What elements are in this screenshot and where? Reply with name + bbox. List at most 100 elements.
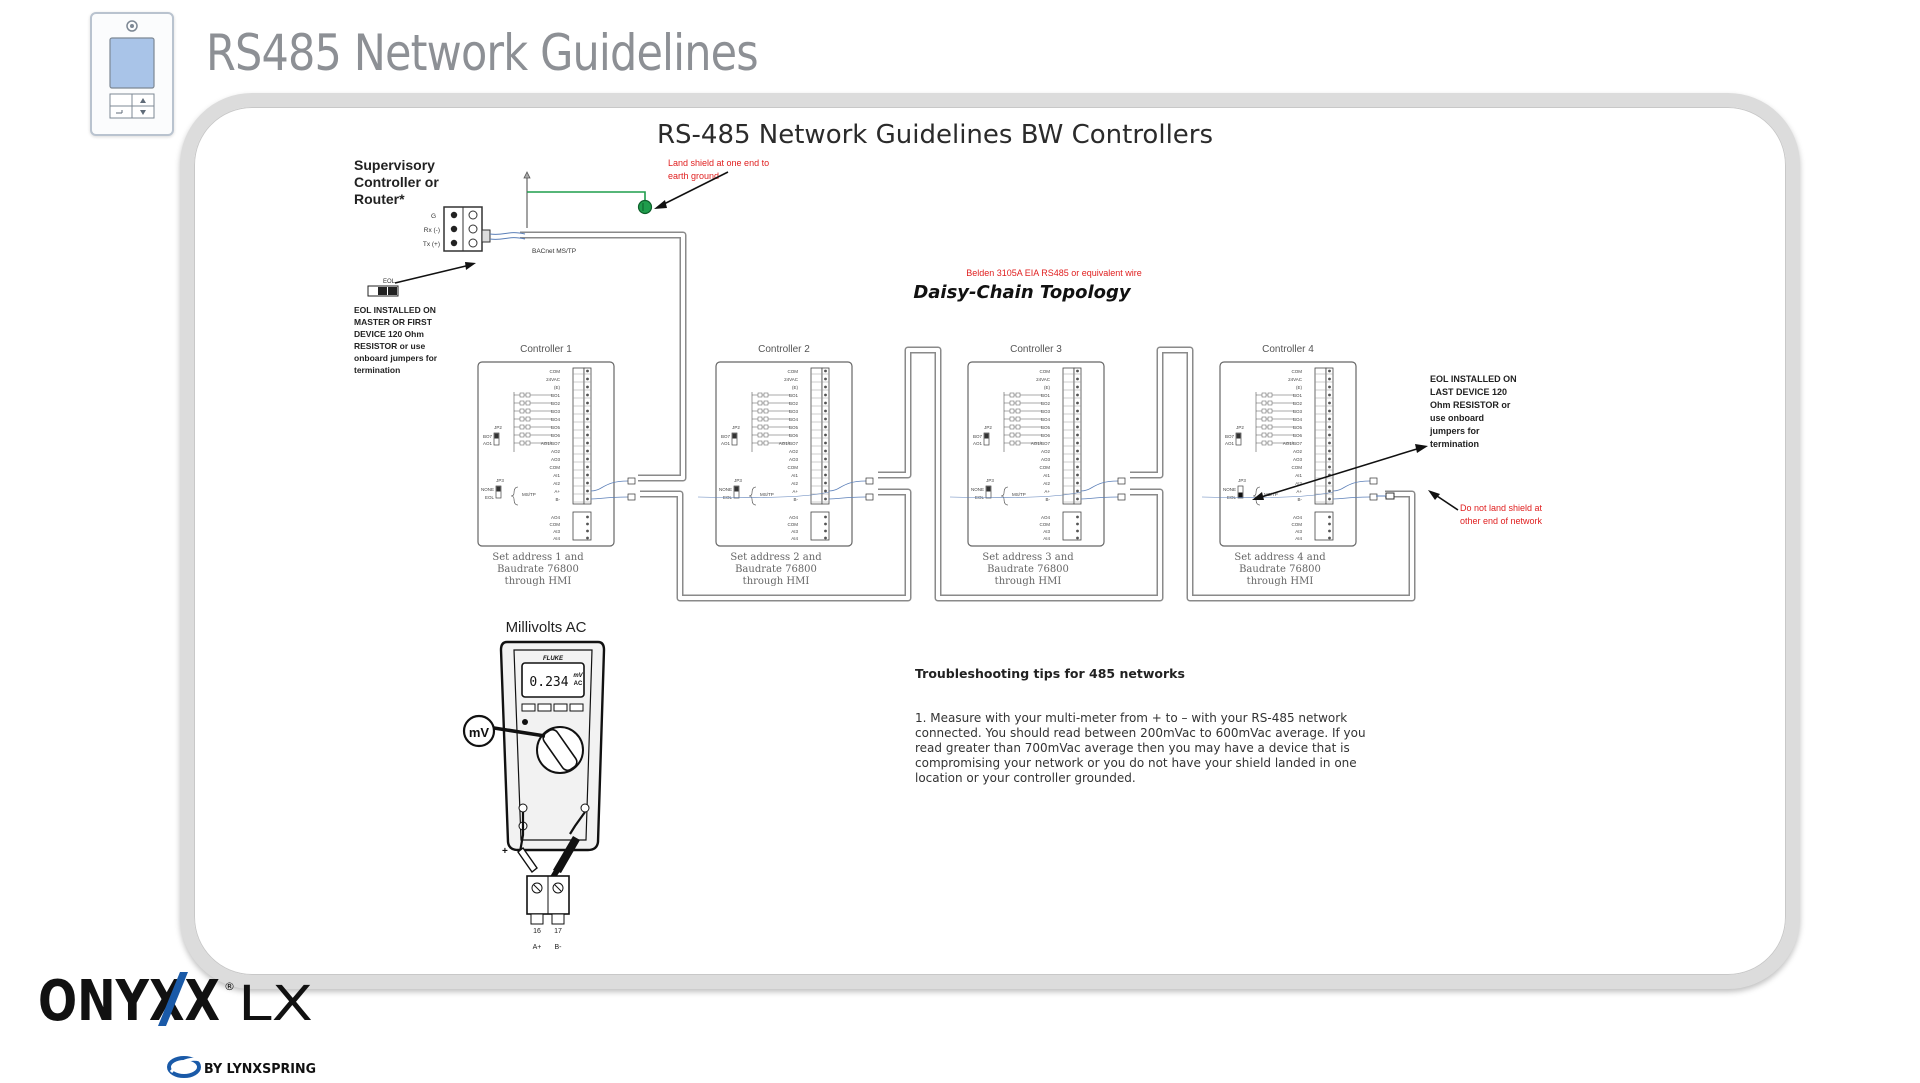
jumper-jp2-label: JP2 <box>1236 425 1244 430</box>
jumper-jp2-label: JP2 <box>494 425 502 430</box>
controller-caption-line: Set address 1 and <box>492 552 584 563</box>
terminal-label: AO1/BO7 <box>1031 441 1051 446</box>
jumper-none-label: NONE <box>481 487 494 492</box>
jumper-none-label: NONE <box>719 487 732 492</box>
terminal-label: B- <box>1298 497 1303 502</box>
eol-first-note-2: MASTER OR FIRST <box>354 317 433 327</box>
terminal-label-bottom: AO4 <box>551 515 561 520</box>
terminal-label: AO3 <box>1041 457 1051 462</box>
terminal-number-16: 16 <box>533 928 541 935</box>
jumper-ao1-label: AO1 <box>1225 441 1235 446</box>
terminal-label: BO1 <box>789 393 799 398</box>
terminal-label: AO3 <box>551 457 561 462</box>
jumper-jp3-label: JP3 <box>734 478 742 483</box>
onyxx-lx-logo: ONYXX ® LX BY LYNXSPRING <box>38 968 338 1083</box>
jumper-bo7-label: BO7 <box>1225 434 1235 439</box>
brand-wordmark: ONYXX <box>38 969 220 1034</box>
terminal-label-bottom: AI4 <box>1295 536 1302 541</box>
terminal-label: AO1/BO7 <box>1283 441 1303 446</box>
controller-caption-line: Baudrate 76800 <box>497 564 579 575</box>
eol-first-note-4: RESISTOR or use <box>354 341 425 351</box>
terminal-label: AO3 <box>1293 457 1303 462</box>
terminal-label: COM <box>550 369 561 374</box>
brand-suffix: LX <box>238 976 313 1032</box>
terminal-label-bottom: AI3 <box>1043 529 1050 534</box>
brand-logo-graphic: ONYXX ® LX BY LYNXSPRING <box>38 969 316 1078</box>
controller-board <box>1219 361 1357 547</box>
terminal-label: BO4 <box>1041 417 1051 422</box>
controller-caption-line: through HMI <box>505 576 572 587</box>
meter-brand: FLUKE <box>543 656 564 662</box>
jumper-jp2-label: JP2 <box>984 425 992 430</box>
terminal-label: B- <box>556 497 561 502</box>
terminal-label: (E) <box>1044 385 1051 390</box>
terminal-label: AO2 <box>789 449 799 454</box>
eol-first-note-5: onboard jumpers for <box>354 353 438 363</box>
controller-caption-line: through HMI <box>1247 576 1314 587</box>
terminal-label: AO2 <box>551 449 561 454</box>
terminal-label: 24VAC <box>546 377 561 382</box>
terminal-label: B- <box>1046 497 1051 502</box>
terminal-label: AI2 <box>791 481 798 486</box>
terminal-label: BO5 <box>551 425 561 430</box>
bacnet-label: BACnet MS/TP <box>532 248 576 255</box>
eol-last-note-6: termination <box>1430 439 1479 449</box>
tips-line-2: connected. You should read between 200mV… <box>915 726 1366 740</box>
jumper-bo7-label: BO7 <box>483 434 493 439</box>
terminal-label: (E) <box>792 385 799 390</box>
terminal-label-bottom: AO4 <box>1041 515 1051 520</box>
jumper-ao1-label: AO1 <box>721 441 731 446</box>
page-title: RS485 Network Guidelines <box>206 24 759 82</box>
terminal-label: BO1 <box>1041 393 1051 398</box>
port-label-tx: Tx (+) <box>423 241 440 248</box>
controller-name: Controller 3 <box>1010 344 1062 355</box>
controller-caption-line: Baudrate 76800 <box>1239 564 1321 575</box>
terminal-label: BO1 <box>1293 393 1303 398</box>
terminal-label: 24VAC <box>1288 377 1303 382</box>
terminal-label: COM <box>550 465 561 470</box>
terminal-label-bottom: AO4 <box>1293 515 1303 520</box>
eol-first-note-3: DEVICE 120 Ohm <box>354 329 424 339</box>
terminal-label: AI1 <box>791 473 798 478</box>
tips-title: Troubleshooting tips for 485 networks <box>915 666 1185 681</box>
jumper-jp3-label: JP3 <box>496 478 504 483</box>
meter-unit-ac: AC <box>574 681 583 687</box>
terminal-label: COM <box>1040 465 1051 470</box>
jumper-bo7-label: BO7 <box>721 434 731 439</box>
terminal-label-bottom: AI3 <box>553 529 560 534</box>
terminal-label: (E) <box>1296 385 1303 390</box>
terminal-label: AI1 <box>553 473 560 478</box>
terminal-label-bottom: AI4 <box>791 536 798 541</box>
terminal-label: A+ <box>1044 489 1050 494</box>
terminal-label: AO1/BO7 <box>779 441 799 446</box>
meter-display <box>521 662 585 698</box>
terminal-label-bottom: AI3 <box>791 529 798 534</box>
jumper-ao1-label: AO1 <box>973 441 983 446</box>
terminal-label: 24VAC <box>1036 377 1051 382</box>
eol-last-note-3: Ohm RESISTOR or <box>1430 400 1511 410</box>
terminal-label-bottom: COM <box>788 522 799 527</box>
terminal-label: COM <box>1292 465 1303 470</box>
no-shield-note-1: Do not land shield at <box>1460 503 1543 513</box>
terminal-label-bottom: AO4 <box>789 515 799 520</box>
terminal-label: A+ <box>792 489 798 494</box>
supervisory-label: Supervisory Controller or Router* <box>354 157 439 207</box>
terminal-label: B- <box>794 497 799 502</box>
terminal-label: A+ <box>554 489 560 494</box>
terminal-label-bottom: AI4 <box>1043 536 1050 541</box>
terminal-label: AI2 <box>553 481 560 486</box>
jumper-jp3-label: JP3 <box>986 478 994 483</box>
lynxspring-swirl-icon <box>167 1056 201 1078</box>
controller-caption-line: Set address 2 and <box>730 552 822 563</box>
diagram-title: RS-485 Network Guidelines BW Controllers <box>657 120 1213 150</box>
terminal-label: AI1 <box>1295 473 1302 478</box>
terminal-label: BO2 <box>1041 401 1051 406</box>
port-label-g: G <box>431 213 436 220</box>
terminal-label-bottom: COM <box>550 522 561 527</box>
eol-jumper-first: EOL <box>367 279 399 297</box>
terminal-name-b-minus: B- <box>555 944 563 951</box>
meter-dial-symbol: mV <box>469 725 490 740</box>
terminal-label-bottom: AI3 <box>1295 529 1302 534</box>
terminal-label: BO6 <box>1293 433 1303 438</box>
tips-line-4: compromising your network or you do not … <box>915 756 1357 770</box>
